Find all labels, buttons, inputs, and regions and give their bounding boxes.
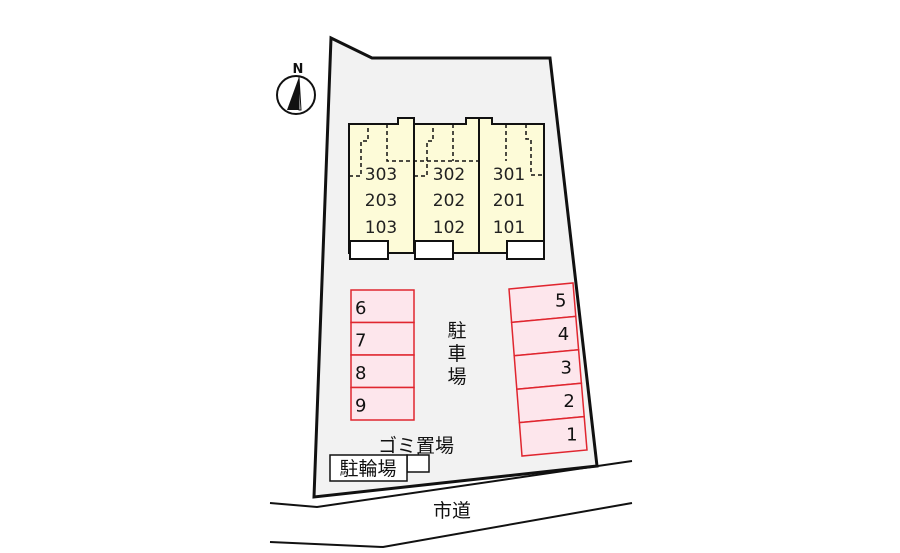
parking-space-number: 1	[566, 424, 577, 445]
unit-number: 203	[365, 191, 397, 211]
bicycle-parking-label: 駐輪場	[339, 458, 396, 480]
parking-space	[518, 415, 588, 457]
unit-number: 102	[433, 218, 465, 238]
road-edge-bottom	[269, 502, 633, 549]
parking-left: 6 7 8 9	[350, 289, 415, 421]
bicycle-parking-box	[329, 454, 408, 482]
unit-number: 103	[365, 218, 397, 238]
garbage-area-label: ゴミ置場	[378, 435, 454, 457]
north-compass-icon: N	[276, 62, 316, 115]
unit-number: 201	[493, 191, 525, 211]
balcony	[414, 240, 454, 260]
parking-space	[350, 386, 415, 421]
parking-space-number: 3	[561, 358, 572, 379]
parking-space-number: 4	[558, 324, 569, 345]
parking-space-number: 6	[355, 298, 366, 319]
parking-area-label-2: 車	[447, 343, 466, 365]
unit-number: 303	[365, 165, 397, 185]
parking-space-number: 9	[355, 396, 366, 417]
parking-right: 5 4 3 2 1	[508, 282, 588, 457]
unit-number: 302	[433, 165, 465, 185]
parking-space-number: 5	[555, 291, 566, 312]
parking-area-label-1: 駐	[447, 320, 466, 342]
parking-area-label-3: 場	[447, 366, 466, 388]
parking-space-number: 7	[355, 331, 366, 352]
parking-space-number: 8	[355, 363, 366, 384]
apartment-building: 303 203 103 302 202 102 301 201 101	[348, 117, 545, 260]
unit-number: 301	[493, 165, 525, 185]
unit-number: 202	[433, 191, 465, 211]
garbage-box	[406, 454, 430, 473]
balcony	[506, 240, 545, 260]
compass-north-label: N	[293, 62, 304, 77]
parking-space-number: 2	[563, 391, 574, 412]
balcony	[349, 240, 389, 260]
road-edge-top	[269, 460, 633, 509]
unit-number: 101	[493, 218, 525, 238]
road-label: 市道	[433, 500, 471, 522]
